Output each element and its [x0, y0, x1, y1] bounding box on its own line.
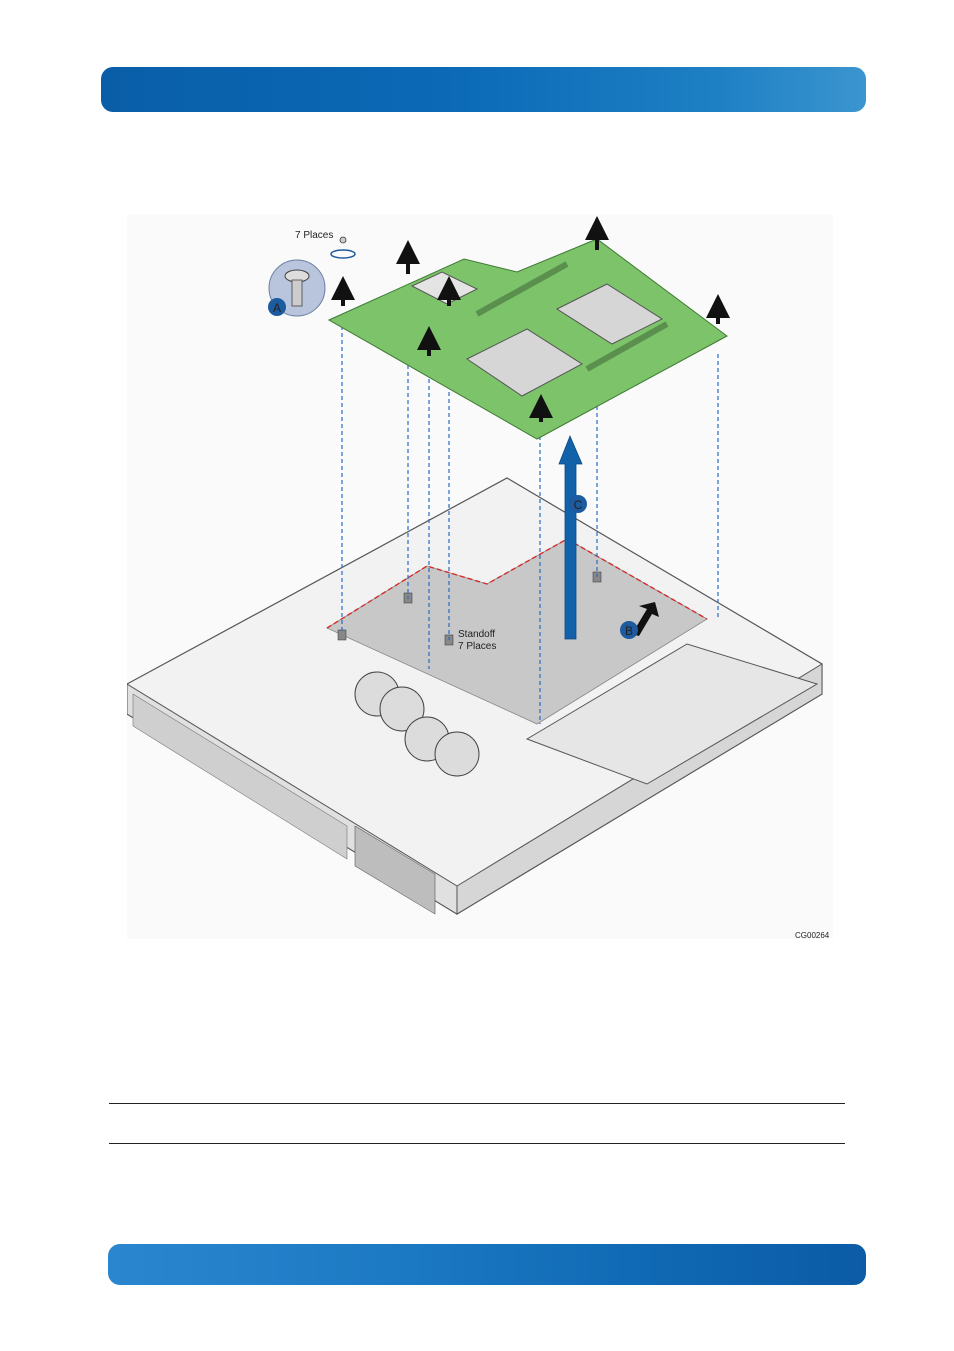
rotate-icon — [331, 250, 355, 258]
screw-count-label: 7 Places — [295, 230, 333, 241]
step-b-label: B — [625, 624, 633, 638]
screw-icon — [340, 237, 346, 243]
step-c-label: C — [574, 498, 583, 512]
motherboard — [329, 239, 727, 439]
figure-id: CG00264 — [795, 931, 830, 939]
divider-bottom — [109, 1143, 845, 1144]
footer-banner — [108, 1244, 866, 1285]
standoff-label-line2: 7 Places — [458, 641, 496, 652]
step-a-label: A — [273, 301, 281, 315]
motherboard-removal-figure: C B A 7 Places Standoff 7 Places CG00264 — [127, 214, 833, 939]
divider-top — [109, 1103, 845, 1104]
exploded-view-illustration: C B A 7 Places Standoff 7 Places CG00264 — [127, 214, 833, 939]
header-banner — [101, 67, 866, 112]
standoff-label-line1: Standoff — [458, 629, 495, 640]
